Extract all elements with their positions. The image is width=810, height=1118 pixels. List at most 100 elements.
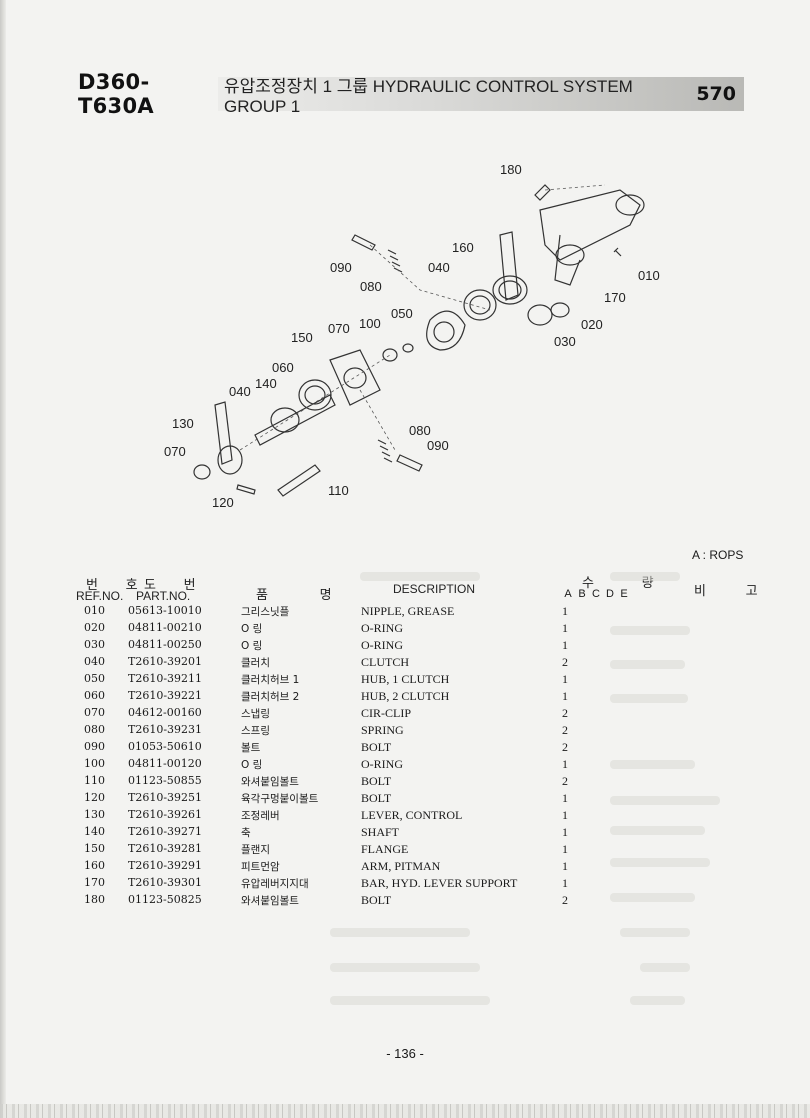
page-header: D360-T630A 유압조정장치 1 그룹 HYDRAULIC CONTROL…	[78, 70, 744, 118]
bleed-through-mark	[620, 928, 690, 937]
quantity: 1	[562, 604, 568, 618]
ref-no: 080	[84, 723, 105, 736]
quantity: 2	[562, 740, 568, 754]
part-name-kr: 플랜지	[241, 844, 270, 856]
diagram-drawing	[193, 184, 645, 497]
description: SPRING	[361, 723, 404, 737]
part-name-kr: 유압레버지지대	[241, 878, 309, 890]
bleed-through-mark	[610, 660, 685, 669]
part-name-kr: 축	[241, 827, 251, 839]
part-no: T2610-39301	[128, 876, 203, 889]
ref-no: 130	[84, 808, 105, 821]
description: ARM, PITMAN	[361, 859, 441, 873]
part-name-kr: 클러치허브 1	[241, 674, 300, 686]
quantity: 1	[562, 791, 568, 805]
callout-150: 150	[291, 330, 313, 345]
description: NIPPLE, GREASE	[361, 604, 455, 618]
part-no: 04612-00160	[128, 706, 202, 719]
description: O-RING	[361, 638, 403, 652]
part-name-kr: O 링	[241, 640, 263, 652]
bleed-through-mark	[640, 963, 690, 972]
description: LEVER, CONTROL	[361, 808, 463, 822]
part-name-kr: 스프링	[241, 725, 270, 737]
bleed-through-mark	[630, 996, 685, 1005]
description: BOLT	[361, 774, 392, 788]
quantity: 1	[562, 808, 568, 822]
part-no: 04811-00250	[128, 638, 202, 651]
description: BAR, HYD. LEVER SUPPORT	[361, 876, 518, 890]
bleed-through-mark	[610, 572, 680, 581]
bleed-through-mark	[610, 626, 690, 635]
callout-140: 140	[255, 376, 277, 391]
quantity: 2	[562, 655, 568, 669]
ref-no: 160	[84, 859, 105, 872]
part-name-kr: 와셔붙임볼트	[241, 895, 299, 907]
bleed-through-mark	[610, 826, 705, 835]
ref-no: 180	[84, 893, 105, 906]
callout-070: 070	[328, 321, 350, 336]
callout-040-lower: 040	[229, 384, 251, 399]
description: HUB, 1 CLUTCH	[361, 672, 450, 686]
parts-row: 010 05613-10010 그리스닛플 NIPPLE, GREASE 1	[0, 604, 810, 621]
name-header-kr: 품 명	[256, 587, 356, 602]
part-name-kr: O 링	[241, 759, 263, 771]
parts-row: 170 T2610-39301 유압레버지지대 BAR, HYD. LEVER SUP…	[0, 876, 810, 893]
callout-060: 060	[272, 360, 294, 375]
qty-col-c: C	[592, 588, 600, 600]
part-no: 05613-10010	[128, 604, 202, 617]
quantity: 2	[562, 893, 568, 907]
description: BOLT	[361, 740, 392, 754]
ref-no: 140	[84, 825, 105, 838]
page-edge-shadow	[0, 0, 6, 1118]
quantity: 1	[562, 638, 568, 652]
ref-no: 100	[84, 757, 105, 770]
callout-170: 170	[604, 290, 626, 305]
part-name-kr: O 링	[241, 623, 263, 635]
bleed-through-mark	[330, 996, 490, 1005]
part-name-kr: 그리스닛플	[241, 606, 290, 618]
qty-col-a: A	[564, 588, 572, 600]
quantity: 2	[562, 706, 568, 720]
ref-no: 170	[84, 876, 105, 889]
bleed-through-mark	[330, 963, 480, 972]
ref-header-en: REF.NO.	[76, 589, 124, 603]
part-no: 04811-00210	[128, 621, 202, 634]
quantity: 2	[562, 723, 568, 737]
callout-020: 020	[581, 317, 603, 332]
bleed-through-mark	[610, 694, 688, 703]
part-no: T2610-39291	[128, 859, 203, 872]
group-title: 유압조정장치 1 그룹 HYDRAULIC CONTROL SYSTEM GRO…	[224, 76, 633, 116]
description-header: DESCRIPTION	[393, 582, 476, 596]
part-name-kr: 스냅링	[241, 708, 270, 720]
part-no: T2610-39201	[128, 655, 203, 668]
part-name-kr: 클러치허브 2	[241, 691, 300, 703]
ref-header-kr: 번 호	[86, 577, 150, 592]
callout-040: 040	[428, 260, 450, 275]
callout-180: 180	[500, 162, 522, 177]
bleed-through-mark	[610, 760, 695, 769]
part-no: T2610-39221	[128, 689, 203, 702]
callout-070-lower: 070	[164, 444, 186, 459]
ref-no: 010	[84, 604, 105, 617]
quantity: 1	[562, 621, 568, 635]
part-no: 01123-50855	[128, 774, 202, 787]
part-no: T2610-39211	[128, 672, 203, 685]
callout-080-lower: 080	[409, 423, 431, 438]
qty-col-b: B	[578, 588, 586, 600]
callout-010: 010	[638, 268, 660, 283]
callout-050: 050	[391, 306, 413, 321]
scan-bottom-edge	[0, 1104, 810, 1118]
quantity: 2	[562, 774, 568, 788]
quantity: 1	[562, 757, 568, 771]
